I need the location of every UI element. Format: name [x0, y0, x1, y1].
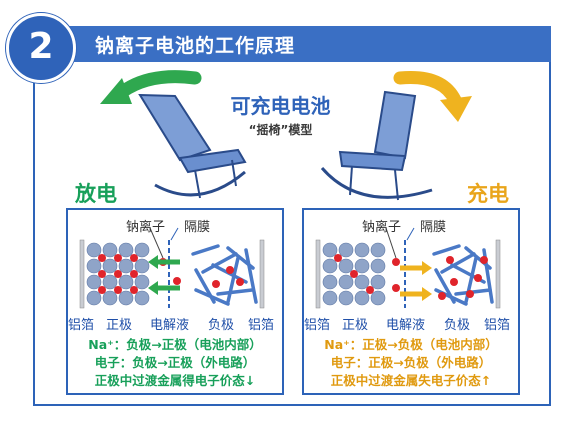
electrolyte-label: 电解液: [150, 318, 190, 333]
positive-label: 正极: [342, 318, 369, 333]
left-al-foil: [79, 239, 85, 309]
negative-label: 负极: [208, 318, 235, 333]
positive-sodium-ions: [334, 254, 374, 294]
separator-label: 隔膜: [420, 220, 447, 235]
migrating-ion: [392, 258, 400, 266]
migrating-ion: [173, 277, 181, 285]
electrolyte-label: 电解液: [386, 318, 426, 333]
ion-arrow-head: [148, 281, 158, 295]
header-bar: [33, 26, 551, 62]
discharge-info-line-1: Na⁺：负极→正极（电池内部）: [88, 337, 262, 352]
diagram-title: 可充电电池: [230, 94, 331, 118]
sodium-ion-label: 钠离子: [126, 220, 166, 235]
charge-curved-arrow: [393, 70, 462, 107]
discharge-cell-diagram: [79, 227, 265, 309]
negative-sodium-ions: [438, 256, 488, 300]
positive-electrode-spheres: [322, 242, 386, 306]
ion-arrow-head: [148, 255, 158, 269]
discharge-arrow-head: [100, 78, 132, 104]
charge-panel: 钠离子 隔膜 铝箔 正极 电解液 负极 铝箔 Na⁺：正极→负极（电池内部） 电…: [302, 208, 520, 395]
separator-label: 隔膜: [184, 220, 211, 235]
separator-pointer: [170, 227, 179, 241]
discharge-panel: 钠离子 隔膜 铝箔 正极 电解液 负极 铝箔 Na⁺：负极→正极（电池内部） 电…: [66, 208, 284, 395]
sodium-ion-label: 钠离子: [362, 220, 402, 235]
migrating-ion: [392, 284, 400, 292]
ion-arrow-head: [422, 261, 432, 275]
right-rocking-chair: [320, 90, 433, 201]
separator-pointer: [406, 227, 415, 241]
al-foil-right-label: 铝箔: [484, 318, 511, 333]
negative-label: 负极: [444, 318, 471, 333]
left-al-foil: [315, 239, 321, 309]
charge-cell-diagram: [315, 227, 501, 309]
page-title: 钠离子电池的工作原理: [95, 35, 296, 57]
charge-info-line-1: Na⁺：正极→负极（电池内部）: [324, 337, 498, 352]
sodium-ion-pointer: [385, 227, 397, 259]
al-foil-right-label: 铝箔: [248, 318, 275, 333]
positive-label: 正极: [106, 318, 133, 333]
al-foil-left-label: 铝箔: [68, 318, 95, 333]
left-rocking-chair: [138, 93, 247, 199]
discharge-info-line-3: 正极中过渡金属得电子价态↓: [94, 373, 256, 388]
al-foil-left-label: 铝箔: [304, 318, 331, 333]
positive-electrode-spheres: [86, 242, 150, 306]
charge-info-line-3: 正极中过渡金属失电子价态↑: [330, 373, 492, 388]
diagram-subtitle: “摇椅”模型: [248, 123, 313, 137]
charge-label: 充电: [467, 182, 509, 206]
charge-info-line-2: 电子：正极→负极（外电路）: [330, 355, 492, 370]
discharge-curved-arrow: [115, 70, 202, 99]
negative-sodium-ions: [212, 266, 244, 288]
positive-sodium-ions: [98, 254, 138, 294]
sodium-ion-pointer: [149, 227, 164, 259]
right-al-foil: [259, 239, 265, 309]
negative-electrode-sticks: [191, 244, 258, 306]
charge-arrow-head: [440, 96, 472, 122]
right-al-foil: [495, 239, 501, 309]
discharge-info-line-2: 电子：负极→正极（外电路）: [94, 355, 256, 370]
discharge-label: 放电: [75, 182, 117, 206]
section-number-badge: 2: [6, 13, 76, 83]
ion-arrow-head: [422, 287, 432, 301]
